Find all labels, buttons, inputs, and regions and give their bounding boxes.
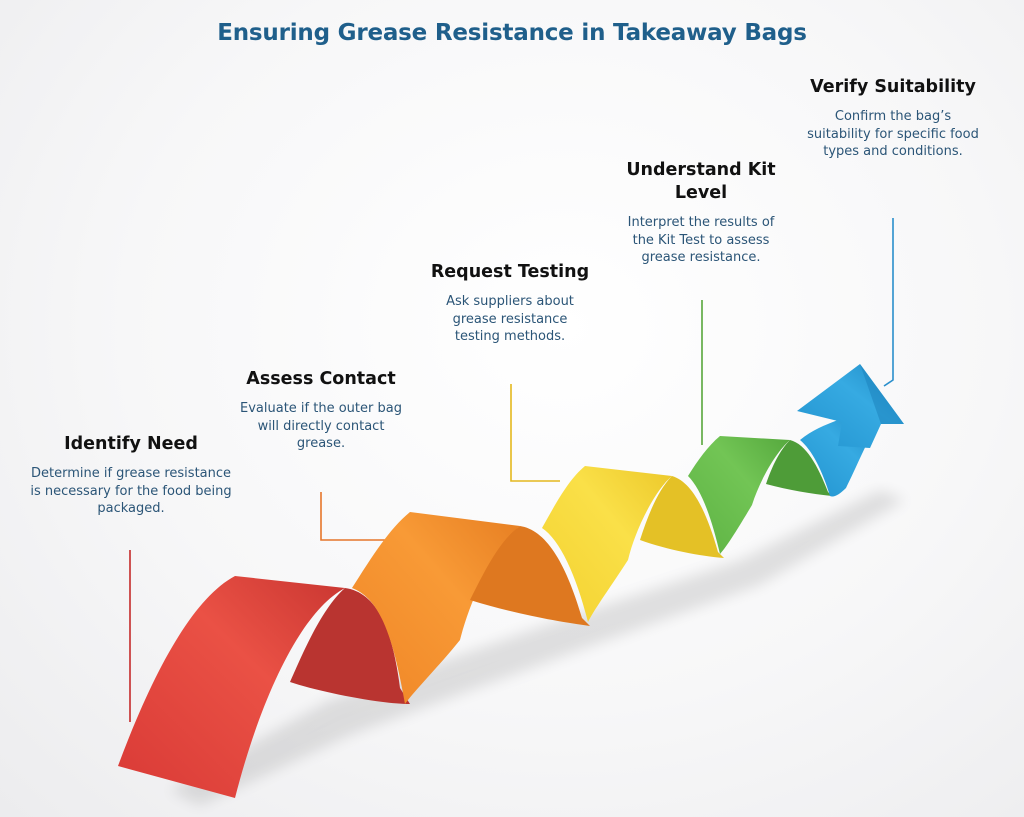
step-understand-kit-level: Understand Kit Level Interpret the resul… — [618, 159, 784, 267]
ribbon-segment-orange — [352, 512, 590, 704]
step-assess-contact: Assess Contact Evaluate if the outer bag… — [236, 368, 406, 453]
diagram-title: Ensuring Grease Resistance in Takeaway B… — [217, 20, 807, 46]
step-description: Interpret the results of the Kit Test to… — [627, 215, 775, 265]
ribbon-segment-red — [118, 576, 410, 798]
thread-yellow — [510, 384, 560, 482]
ribbon-segment-green — [688, 436, 832, 554]
ribbon-arrow-blue — [797, 364, 904, 497]
arrow-head — [797, 364, 904, 448]
step-description: Evaluate if the outer bag will directly … — [240, 401, 402, 451]
step-heading: Understand Kit Level — [626, 160, 776, 203]
thread-blue — [883, 218, 894, 387]
step-heading: Assess Contact — [246, 369, 396, 389]
ribbon-segment-yellow — [542, 466, 724, 622]
step-verify-suitability: Verify Suitability Confirm the bag’s sui… — [805, 76, 981, 161]
ribbon-shadow — [170, 490, 905, 805]
step-description: Confirm the bag’s suitability for specif… — [807, 109, 979, 159]
step-request-testing: Request Testing Ask suppliers about grea… — [430, 261, 590, 346]
step-heading: Request Testing — [430, 262, 590, 282]
step-identify-need: Identify Need Determine if grease resist… — [30, 433, 232, 518]
thread-orange — [320, 492, 385, 541]
step-description: Determine if grease resistance is necess… — [30, 466, 232, 516]
step-heading: Verify Suitability — [810, 77, 976, 97]
thread-lines — [129, 218, 894, 722]
step-description: Ask suppliers about grease resistance te… — [446, 294, 574, 344]
step-heading: Identify Need — [64, 434, 198, 454]
